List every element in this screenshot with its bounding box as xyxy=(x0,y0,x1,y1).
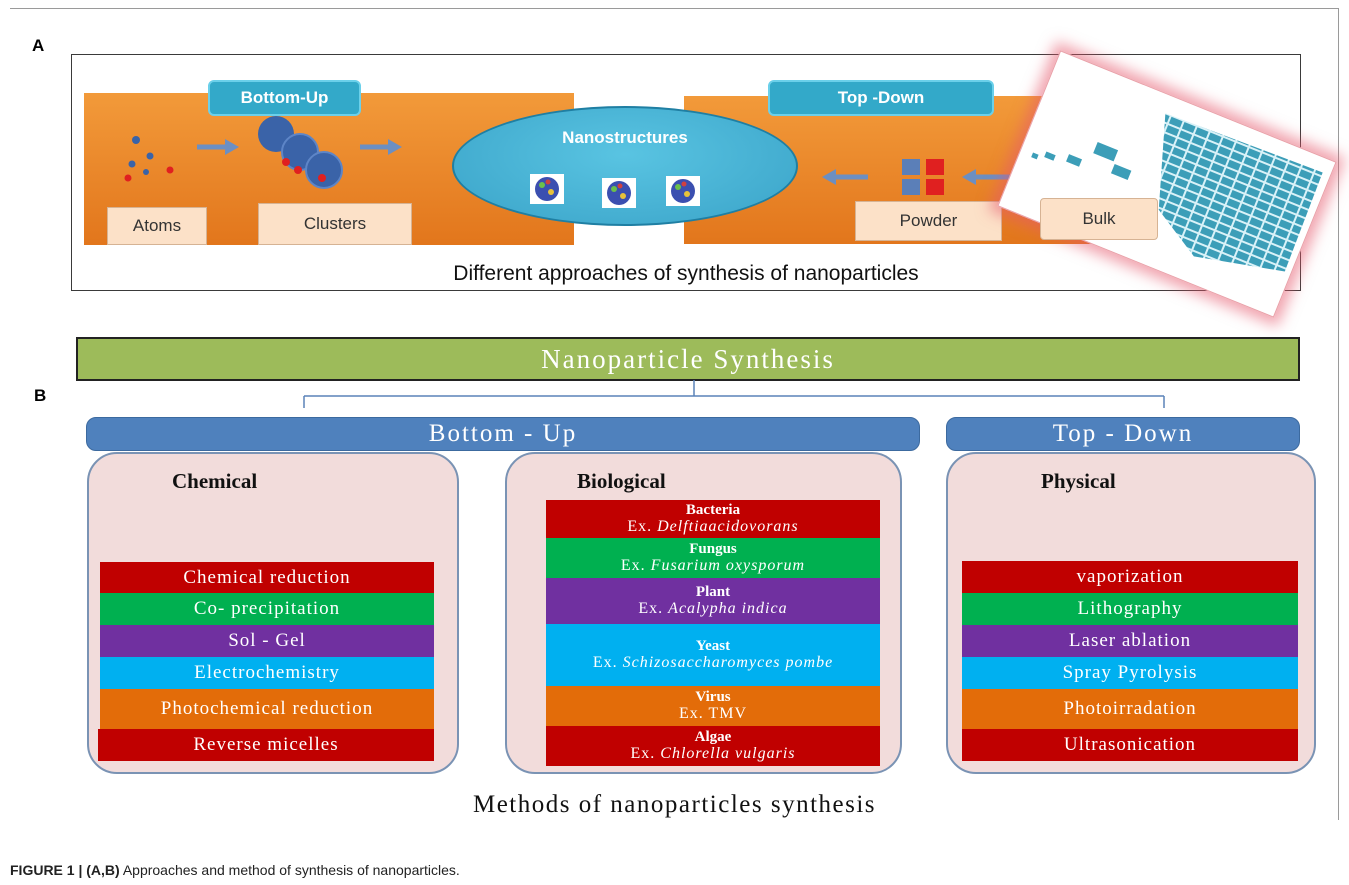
biological-item: Algae Ex. Chlorella vulgaris xyxy=(546,726,880,766)
example-organism: Chlorella vulgaris xyxy=(660,745,796,762)
biological-item: Fungus Ex. Fusarium oxysporum xyxy=(546,538,880,578)
panel-a-letter: A xyxy=(32,36,45,55)
biological-item: Bacteria Ex. Delftiaacidovorans xyxy=(546,500,880,538)
example-prefix: Ex. xyxy=(678,705,704,722)
chemical-title: Chemical xyxy=(172,469,258,493)
bulk-crystal-icon xyxy=(1031,113,1323,272)
chemical-item: Reverse micelles xyxy=(98,729,434,761)
top-down-tab: Top -Down xyxy=(768,80,994,116)
arrow-right-icon xyxy=(197,139,239,155)
nanostructures-label: Nanostructures xyxy=(562,128,688,147)
biological-item: Virus Ex. TMV xyxy=(546,686,880,726)
arrow-right-icon xyxy=(360,139,402,155)
chemical-item: Chemical reduction xyxy=(100,562,434,593)
panel-a-caption: Different approaches of synthesis of nan… xyxy=(453,262,919,285)
biological-item: Yeast Ex. Schizosaccharomyces pombe xyxy=(546,624,880,686)
chemical-item: Photochemical reduction xyxy=(100,689,434,729)
chemical-item: Electrochemistry xyxy=(100,657,434,689)
top-down-header: Top - Down xyxy=(946,417,1300,451)
example-prefix: Ex. xyxy=(627,518,653,535)
biological-title: Biological xyxy=(577,469,666,493)
bulk-material-card xyxy=(997,50,1337,318)
example-organism: Fusarium oxysporum xyxy=(650,557,806,574)
biological-item-name: Plant xyxy=(695,584,731,600)
biological-item-name: Fungus xyxy=(689,541,737,557)
biological-item: Plant Ex. Acalypha indica xyxy=(546,578,880,624)
powder-label: Powder xyxy=(855,201,1002,241)
biological-item-name: Algae xyxy=(694,729,732,745)
physical-item: Ultrasonication xyxy=(962,729,1298,761)
physical-item: Laser ablation xyxy=(962,625,1298,657)
figure-caption-label: FIGURE 1 | (A,B) xyxy=(10,862,120,878)
physical-item: Spray Pyrolysis xyxy=(962,657,1298,689)
arrow-left-icon xyxy=(822,169,868,185)
atoms-icon xyxy=(124,136,174,182)
biological-item-name: Bacteria xyxy=(685,502,741,518)
example-prefix: Ex. xyxy=(592,654,618,671)
clusters-label: Clusters xyxy=(258,203,412,245)
biological-item-name: Yeast xyxy=(695,638,731,654)
powder-icon xyxy=(902,159,944,195)
example-prefix: Ex. xyxy=(620,557,646,574)
figure-caption-text: Approaches and method of synthesis of na… xyxy=(119,862,460,878)
example-organism: Acalypha indica xyxy=(668,600,788,617)
figure-frame xyxy=(10,8,1339,820)
example-prefix: Ex. xyxy=(630,745,656,762)
example-organism: TMV xyxy=(708,705,748,722)
example-organism: Schizosaccharomyces pombe xyxy=(622,654,834,671)
bottom-up-header: Bottom - Up xyxy=(86,417,920,451)
clusters-icon xyxy=(258,116,343,189)
nanoparticle-synthesis-title: Nanoparticle Synthesis xyxy=(76,337,1300,381)
physical-title: Physical xyxy=(1041,469,1116,493)
tree-connector xyxy=(303,380,1165,408)
chemical-item: Sol - Gel xyxy=(100,625,434,657)
physical-item: vaporization xyxy=(962,561,1298,593)
physical-item: Photoirradation xyxy=(962,689,1298,729)
atoms-label: Atoms xyxy=(107,207,207,245)
example-prefix: Ex. xyxy=(638,600,664,617)
bottom-up-tab: Bottom-Up xyxy=(208,80,361,116)
example-organism: Delftiaacidovorans xyxy=(657,518,799,535)
figure-caption: FIGURE 1 | (A,B) Approaches and method o… xyxy=(10,862,460,878)
nanoparticle-icons xyxy=(530,174,700,208)
chemical-item: Co- precipitation xyxy=(100,593,434,625)
bulk-label: Bulk xyxy=(1040,198,1158,240)
panel-b-caption: Methods of nanoparticles synthesis xyxy=(472,791,877,818)
panel-b-letter: B xyxy=(34,386,47,405)
biological-item-name: Virus xyxy=(695,689,731,705)
physical-item: Lithography xyxy=(962,593,1298,625)
